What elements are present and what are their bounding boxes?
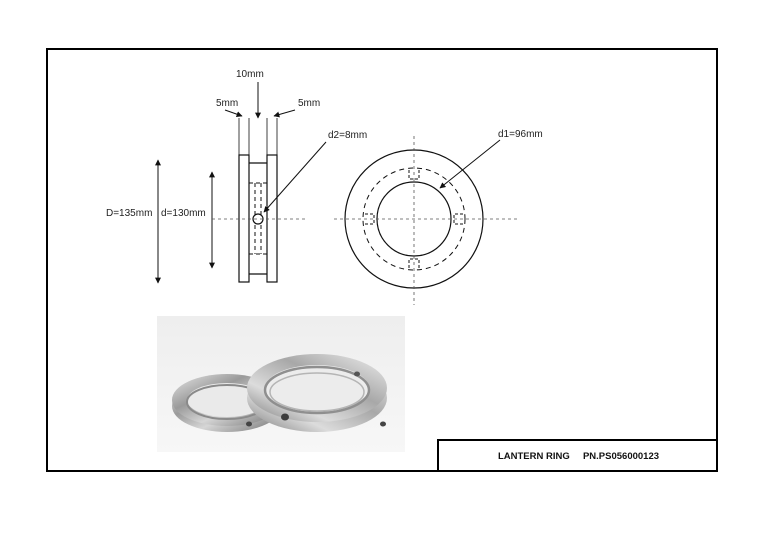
part-name: LANTERN RING: [497, 451, 570, 462]
dim-outer-diameter: D=135mm: [106, 208, 152, 219]
dim-width-left: 5mm: [216, 98, 238, 109]
part-number: PN.PS056000123: [582, 451, 660, 462]
front-ring: [247, 354, 387, 432]
dim-hole-diameter: d2=8mm: [328, 130, 367, 141]
drawing-sheet-frame: [46, 48, 718, 472]
front-view: [344, 139, 501, 289]
title-spacer: [570, 451, 583, 462]
product-photo: [157, 316, 405, 452]
dim-width-total: 10mm: [236, 69, 264, 80]
groove-circle: [362, 167, 466, 271]
side-view: [155, 82, 327, 284]
dim-width-right: 5mm: [298, 98, 320, 109]
title-block: LANTERN RING PN.PS056000123: [437, 439, 718, 472]
right-flange: [266, 154, 278, 283]
left-flange: [238, 154, 250, 283]
dim-diameter-d: d=130mm: [161, 208, 206, 219]
dim-inner-diameter: d1=96mm: [498, 129, 543, 140]
